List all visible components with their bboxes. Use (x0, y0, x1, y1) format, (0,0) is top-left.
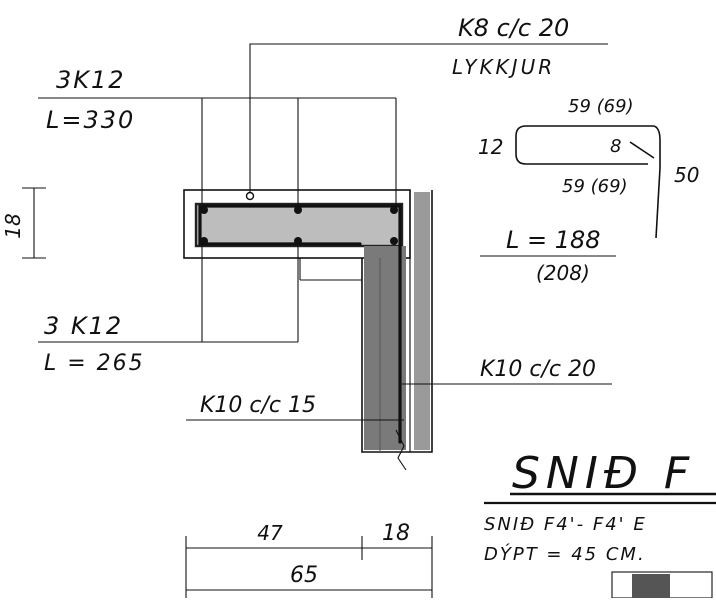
stirrup-leg (653, 125, 661, 239)
bar-labels: K8 c/c 20 LYKKJUR 3K12 L=330 3 K12 L = 2… (44, 14, 596, 418)
wall-bars-right-label: K10 c/c 20 (480, 357, 596, 382)
rebar-dot (294, 206, 302, 214)
rebar-dot (200, 206, 208, 214)
bottom-bars-length-label: L = 265 (44, 351, 145, 376)
top-bars-label: 3K12 (56, 66, 126, 94)
leader-lines (38, 43, 612, 421)
width-total-label: 65 (290, 563, 318, 588)
rebar-dot (294, 237, 302, 245)
rebar-dot (200, 237, 208, 245)
width-right-label: 18 (382, 521, 410, 546)
stirrup-outline (515, 125, 654, 165)
wall-bars-left-label: K10 c/c 15 (200, 393, 316, 418)
stirrup-total-length: L = 188 (506, 226, 601, 254)
stirrup-hook (629, 141, 655, 159)
concrete-section (183, 189, 433, 471)
wall-outline (361, 190, 433, 453)
section-depth: DÝPT = 45 CM. (484, 543, 646, 565)
bottom-bars-label: 3 K12 (44, 312, 123, 340)
leader-stirrup (249, 43, 608, 193)
rebar-dot (390, 206, 398, 214)
stirrup-bottom-length: 59 (69) (562, 176, 628, 197)
stirrup-note-label: LYKKJUR (452, 55, 555, 79)
stirrup-left-height: 12 (478, 135, 503, 159)
rebar-dot (390, 237, 398, 245)
section-sketch-fill (632, 574, 670, 598)
rebar-layout (198, 191, 402, 444)
stirrup-spec-label: K8 c/c 20 (458, 14, 569, 42)
stirrup-dot (245, 191, 255, 201)
stirrup-leg-length: 50 (674, 163, 699, 187)
width-left-label: 47 (257, 521, 283, 545)
section-title: SNIÐ F (512, 448, 695, 499)
top-bars-length-label: L=330 (46, 106, 135, 134)
section-title-block: SNIÐ F SNIÐ F4'- F4' E DÝPT = 45 CM. (484, 448, 716, 599)
stirrup-alt-length: (208) (536, 261, 590, 285)
width-dimensions: 47 18 65 (185, 521, 433, 598)
stirrup-top-length: 59 (69) (568, 96, 634, 117)
wall-hatch-right (414, 192, 430, 450)
section-subtitle: SNIÐ F4'- F4' E (484, 514, 647, 535)
slab-thickness-label: 18 (1, 213, 25, 238)
stirrup-shape-sketch: 59 (69) 12 8 59 (69) 50 L = 188 (208) (478, 96, 699, 285)
slab-thickness-dimension: 18 (1, 187, 46, 259)
stirrup-inner-dim: 8 (610, 136, 621, 157)
